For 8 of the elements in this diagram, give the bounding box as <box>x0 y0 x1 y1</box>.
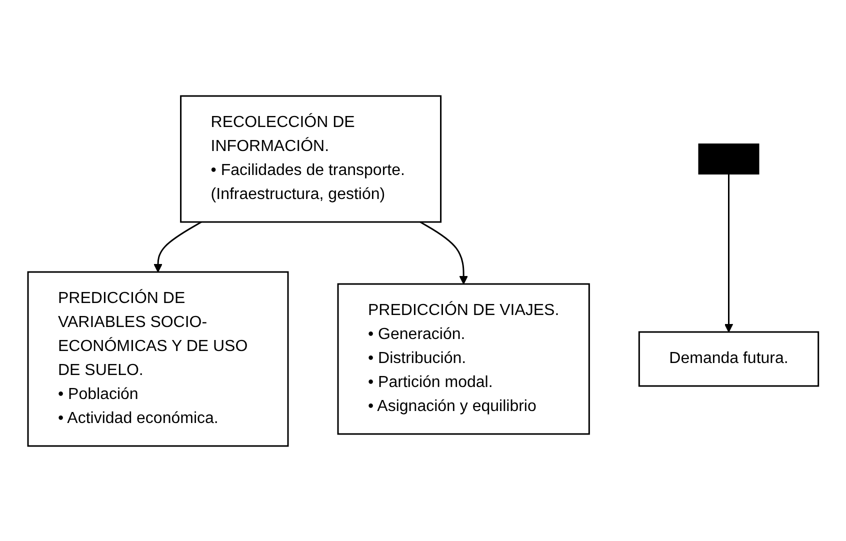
node-box: Demanda futura. <box>638 330 819 386</box>
arrow <box>420 220 468 284</box>
node-box: RECOLECCIÓN DE INFORMACIÓN. • Facilidades de transporte. (Infraestructura, gestión) <box>180 94 442 222</box>
arrow <box>153 220 202 272</box>
node-box: PREDICCIÓN DE VIAJES. • Generación. • Distribución. • Partición modal. • Asignación y equilibrio <box>337 282 590 434</box>
arrow <box>724 174 733 332</box>
node-bar <box>698 143 760 174</box>
node-box: PREDICCIÓN DE VARIABLES SOCIO-ECONÓMICAS Y DE USO DE SUELO. • Población • Actividad económica. <box>27 270 289 446</box>
